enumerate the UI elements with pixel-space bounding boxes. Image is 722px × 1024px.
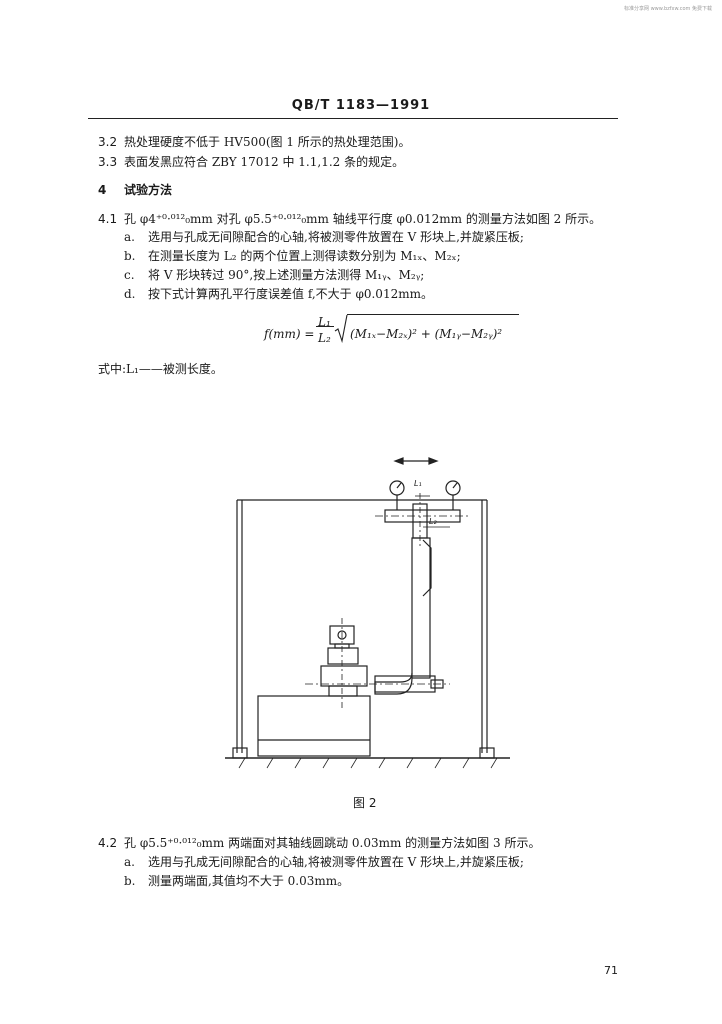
item-text: 将 V 形块转过 90°,按上述测量方法测得 M₁ᵧ、M₂ᵧ; [148,268,425,282]
fraction-bar [316,326,334,327]
section-3-3: 3.3 表面发黑应符合 ZBY 17012 中 1.1,1.2 条的规定。 [98,153,404,170]
item-label: a. [124,230,135,244]
item-label: c. [124,268,135,282]
sqrt-bar [347,314,519,315]
item-label: d. [124,287,136,301]
item-text: 测量两端面,其值均不大于 0.03mm。 [148,874,350,888]
item-label: a. [124,855,135,869]
figure-caption: 图 2 [353,796,377,810]
sqrt-icon [334,314,348,344]
vertical-arm [411,537,431,679]
list-item: a. 选用与孔成无间隙配合的心轴,将被测零件放置在 V 形块上,并旋紧压板; [124,228,524,245]
section-number: 4.2 [98,836,118,850]
where-clause: 式中:L₁——被测长度。 [98,362,223,376]
part-body [327,647,359,665]
section-4-2: 4.2 孔 φ5.5⁺⁰·⁰¹²₀mm 两端面对其轴线圆跳动 0.03mm 的测量… [98,834,540,851]
label-l1: L₁ [414,479,422,488]
section-text: 孔 φ4⁺⁰·⁰¹²₀mm 对孔 φ5.5⁺⁰·⁰¹²₀mm 轴线平行度 φ0.… [124,212,602,226]
formula-denominator: L₂ [318,331,331,345]
item-text: 选用与孔成无间隙配合的心轴,将被测零件放置在 V 形块上,并旋紧压板; [148,230,524,244]
page-number: 71 [604,964,618,977]
list-item: d. 按下式计算两孔平行度误差值 f,不大于 φ0.012mm。 [124,285,433,302]
section-3-2: 3.2 热处理硬度不低于 HV500(图 1 所示的热处理范围)。 [98,133,410,150]
list-item: c. 将 V 形块转过 90°,按上述测量方法测得 M₁ᵧ、M₂ᵧ; [124,266,424,283]
watermark: 标准分享网 www.bzfxw.com 免费下载 [624,6,712,12]
item-text: 在测量长度为 L₂ 的两个位置上测得读数分别为 M₁ₓ、M₂ₓ; [148,249,461,263]
arrow-head-left [393,457,404,465]
label-l2: L₂ [429,517,437,526]
item-label: b. [124,874,136,888]
list-item: a. 选用与孔成无间隙配合的心轴,将被测零件放置在 V 形块上,并旋紧压板; [124,853,524,870]
section-4-heading: 4 试验方法 [98,181,172,198]
frame-foot-left [232,747,248,759]
section-text: 孔 φ5.5⁺⁰·⁰¹²₀mm 两端面对其轴线圆跳动 0.03mm 的测量方法如… [124,836,541,850]
formula-numerator: L₁ [318,315,331,329]
section-text: 表面发黑应符合 ZBY 17012 中 1.1,1.2 条的规定。 [124,155,405,169]
section-4-1: 4.1 孔 φ4⁺⁰·⁰¹²₀mm 对孔 φ5.5⁺⁰·⁰¹²₀mm 轴线平行度 … [98,210,601,227]
v-block-upper [320,665,368,687]
figure-2: L₁ L₂ [225,457,510,769]
formula-radicand: (M₁ₓ−M₂ₓ)² + (M₁ᵧ−M₂ᵧ)² [350,327,503,341]
section-number: 3.2 [98,135,118,149]
item-label: b. [124,249,136,263]
page-header: QB/T 1183—1991 [291,98,431,113]
header-rule [88,118,618,119]
section-text: 热处理硬度不低于 HV500(图 1 所示的热处理范围)。 [124,135,411,149]
list-item: b. 在测量长度为 L₂ 的两个位置上测得读数分别为 M₁ₓ、M₂ₓ; [124,247,461,264]
section-number: 4 [98,183,107,197]
item-text: 按下式计算两孔平行度误差值 f,不大于 φ0.012mm。 [148,287,433,301]
item-text: 选用与孔成无间隙配合的心轴,将被测零件放置在 V 形块上,并旋紧压板; [148,855,524,869]
section-number: 3.3 [98,155,118,169]
formula-lhs: f(mm) = [264,327,315,341]
list-item: b. 测量两端面,其值均不大于 0.03mm。 [124,872,349,889]
base-hatching [238,757,498,769]
base-block [257,695,371,757]
section-number: 4.1 [98,212,118,226]
arrow-head-right [428,457,439,465]
section-title: 试验方法 [124,183,173,197]
